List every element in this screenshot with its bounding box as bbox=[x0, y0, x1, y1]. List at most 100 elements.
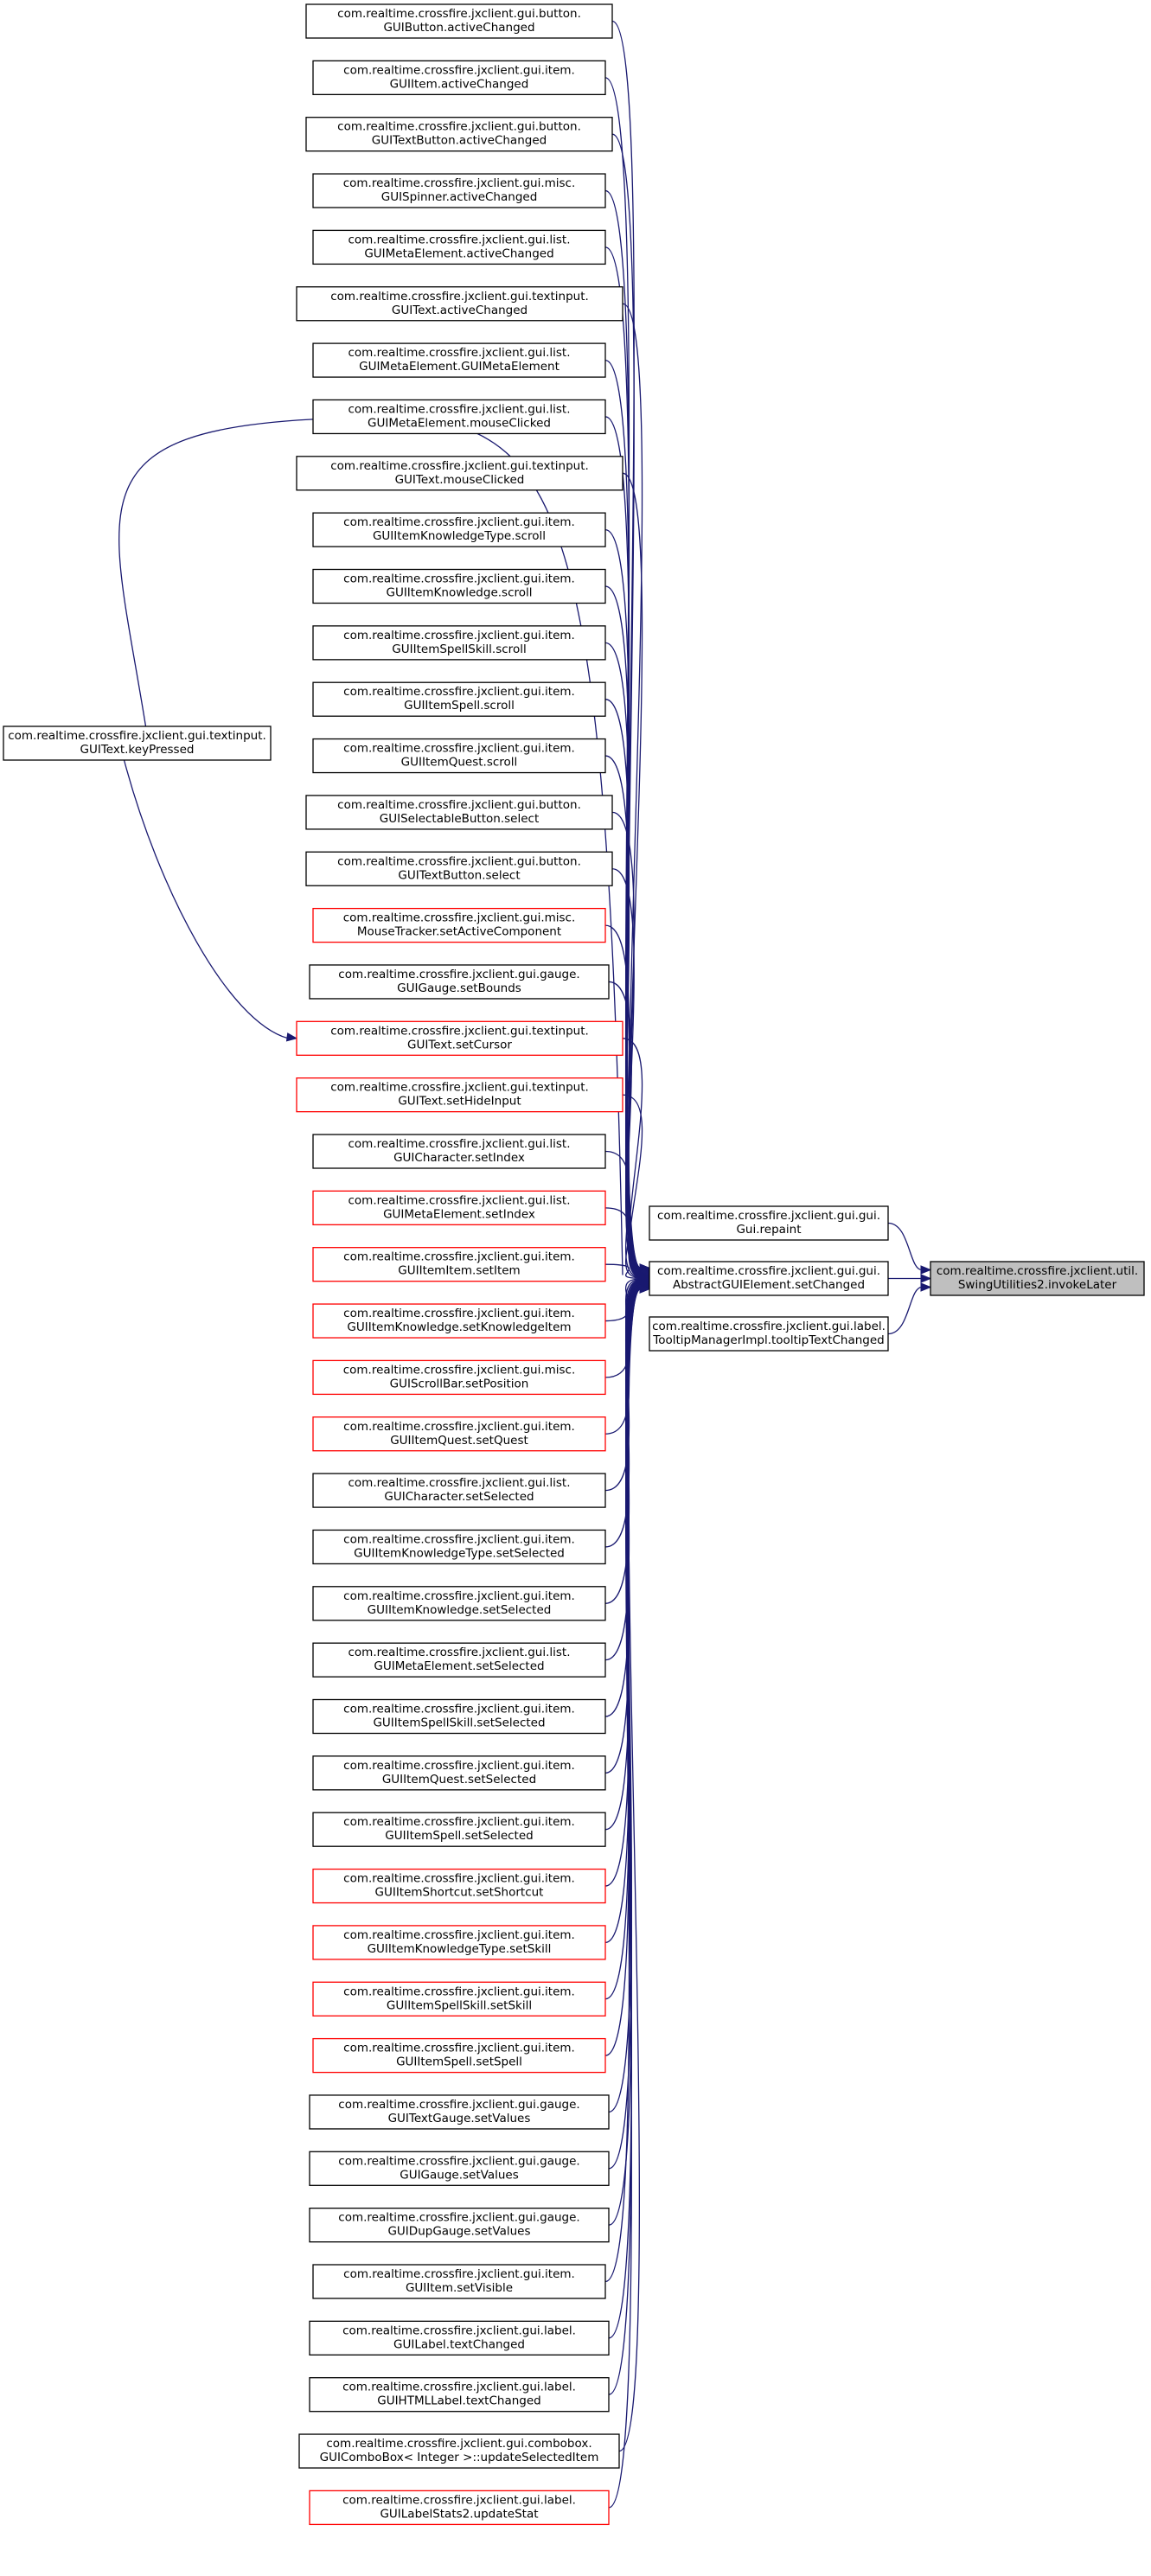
node-caller-guimetaelement-guimetaelement[interactable]: com.realtime.crossfire.jxclient.gui.list… bbox=[312, 342, 606, 378]
node-caller-guiitemquest-setselected-box bbox=[312, 1755, 606, 1791]
node-caller-guigauge-setbounds[interactable]: com.realtime.crossfire.jxclient.gui.gaug… bbox=[309, 964, 610, 1000]
node-caller-guimetaelement-activechanged[interactable]: com.realtime.crossfire.jxclient.gui.list… bbox=[312, 229, 606, 265]
node-caller-guimetaelement-setindex[interactable]: com.realtime.crossfire.jxclient.gui.list… bbox=[312, 1190, 606, 1225]
node-caller-guimetaelement-setindex-box bbox=[312, 1190, 606, 1225]
node-caller-guiitemspell-scroll-label-line-2: GUIItemSpell.scroll bbox=[404, 699, 515, 713]
node-caller-guitextgauge-setvalues[interactable]: com.realtime.crossfire.jxclient.gui.gaug… bbox=[309, 2094, 610, 2130]
node-caller-guiitemitem-setitem-label-line-2: GUIItemItem.setItem bbox=[398, 1264, 520, 1278]
arrowhead-middle-1 bbox=[920, 1274, 932, 1283]
node-caller-guigauge-setbounds-box bbox=[309, 964, 610, 1000]
node-caller-guidupgauge-setvalues[interactable]: com.realtime.crossfire.jxclient.gui.gaug… bbox=[309, 2207, 610, 2243]
edge-caller-25-to-setchanged bbox=[604, 1279, 642, 1435]
node-caller-guitextbutton-activechanged[interactable]: com.realtime.crossfire.jxclient.gui.butt… bbox=[305, 117, 613, 152]
node-caller-guiitemspellskill-scroll-label-line-1: com.realtime.crossfire.jxclient.gui.item… bbox=[343, 629, 575, 642]
node-caller-guiitemspell-scroll[interactable]: com.realtime.crossfire.jxclient.gui.item… bbox=[312, 681, 606, 717]
node-caller-guiitemspell-setspell[interactable]: com.realtime.crossfire.jxclient.gui.item… bbox=[312, 2037, 606, 2074]
node-caller-guiitemknowledgetype-setskill-label-line-2: GUIItemKnowledgeType.setSkill bbox=[368, 1942, 552, 1956]
node-caller-guiitemquest-setquest[interactable]: com.realtime.crossfire.jxclient.gui.item… bbox=[312, 1416, 606, 1452]
node-caller-guitext-setcursor[interactable]: com.realtime.crossfire.jxclient.gui.text… bbox=[296, 1020, 623, 1056]
edge-caller-18-to-setchanged bbox=[622, 1038, 643, 1277]
arrowhead-middle-0 bbox=[920, 1265, 932, 1275]
node-caller-guiitemknowledgetype-setskill-box bbox=[312, 1925, 606, 1960]
node-abstractguielement-setchanged[interactable]: com.realtime.crossfire.jxclient.gui.gui.… bbox=[649, 1261, 889, 1296]
edge-caller-30-to-setchanged bbox=[604, 1282, 642, 1717]
edge-middle-2-to-target bbox=[887, 1286, 923, 1335]
node-caller-guiitem-activechanged-label-line-1: com.realtime.crossfire.jxclient.gui.item… bbox=[343, 63, 575, 77]
node-caller-guitextgauge-setvalues-box bbox=[309, 2094, 610, 2130]
node-caller-guiscrollbar-setposition[interactable]: com.realtime.crossfire.jxclient.gui.misc… bbox=[312, 1359, 606, 1396]
node-caller-guiitemknowledgetype-setskill[interactable]: com.realtime.crossfire.jxclient.gui.item… bbox=[312, 1925, 606, 1960]
node-caller-guiitemitem-setitem[interactable]: com.realtime.crossfire.jxclient.gui.item… bbox=[312, 1247, 606, 1282]
node-caller-guitext-mouseclicked-label-line-1: com.realtime.crossfire.jxclient.gui.text… bbox=[330, 459, 589, 473]
node-caller-guiitem-activechanged[interactable]: com.realtime.crossfire.jxclient.gui.item… bbox=[312, 60, 606, 95]
node-caller-guiitemspellskill-setskill-label-line-1: com.realtime.crossfire.jxclient.gui.item… bbox=[343, 1985, 575, 1998]
node-caller-guiitemquest-setquest-label-line-1: com.realtime.crossfire.jxclient.gui.item… bbox=[343, 1420, 575, 1434]
node-caller-guiitemknowledge-setselected[interactable]: com.realtime.crossfire.jxclient.gui.item… bbox=[312, 1586, 606, 1621]
node-caller-guispinner-activechanged[interactable]: com.realtime.crossfire.jxclient.gui.misc… bbox=[312, 173, 606, 208]
node-caller-guiitemknowledgetype-scroll-label-line-2: GUIItemKnowledgeType.scroll bbox=[373, 529, 546, 543]
node-caller-guimetaelement-setselected[interactable]: com.realtime.crossfire.jxclient.gui.list… bbox=[312, 1642, 606, 1678]
node-caller-guiitemquest-scroll[interactable]: com.realtime.crossfire.jxclient.gui.item… bbox=[312, 738, 606, 774]
node-tooltipmanager-tooltiptextchanged[interactable]: com.realtime.crossfire.jxclient.gui.labe… bbox=[649, 1316, 889, 1352]
node-caller-guitext-activechanged[interactable]: com.realtime.crossfire.jxclient.gui.text… bbox=[296, 286, 623, 322]
node-caller-guiitemquest-setselected[interactable]: com.realtime.crossfire.jxclient.gui.item… bbox=[312, 1755, 606, 1791]
node-caller-guiitemquest-setselected-label-line-2: GUIItemQuest.setSelected bbox=[382, 1773, 536, 1787]
node-caller-guitext-sethideinput[interactable]: com.realtime.crossfire.jxclient.gui.text… bbox=[296, 1077, 623, 1113]
node-caller-guiitemspell-setspell-box bbox=[312, 2037, 606, 2074]
node-caller-guiselectablebutton-select[interactable]: com.realtime.crossfire.jxclient.gui.butt… bbox=[305, 795, 613, 830]
edge-caller-33-to-setchanged bbox=[604, 1283, 642, 1887]
node-caller-guihtmllabel-textchanged[interactable]: com.realtime.crossfire.jxclient.gui.labe… bbox=[309, 2377, 610, 2413]
node-caller-guimetaelement-mouseclicked[interactable]: com.realtime.crossfire.jxclient.gui.list… bbox=[312, 399, 606, 435]
node-caller-guiitemknowledgetype-scroll-box bbox=[312, 512, 606, 547]
node-caller-guiitemknowledgetype-scroll[interactable]: com.realtime.crossfire.jxclient.gui.item… bbox=[312, 512, 606, 547]
node-caller-guicharacter-setindex[interactable]: com.realtime.crossfire.jxclient.gui.list… bbox=[312, 1134, 606, 1169]
node-caller-guiitemshortcut-setshortcut[interactable]: com.realtime.crossfire.jxclient.gui.item… bbox=[312, 1868, 606, 1904]
node-caller-guitextbutton-select[interactable]: com.realtime.crossfire.jxclient.gui.butt… bbox=[305, 851, 613, 886]
node-caller-guiitemknowledgetype-setselected[interactable]: com.realtime.crossfire.jxclient.gui.item… bbox=[312, 1529, 606, 1565]
node-caller-guiitemknowledge-setknowledgeitem[interactable]: com.realtime.crossfire.jxclient.gui.item… bbox=[312, 1303, 606, 1339]
node-caller-guidupgauge-setvalues-label-line-2: GUIDupGauge.setValues bbox=[387, 2225, 530, 2239]
node-caller-guiitemspellskill-scroll[interactable]: com.realtime.crossfire.jxclient.gui.item… bbox=[312, 625, 606, 661]
node-caller-guiitemknowledge-scroll[interactable]: com.realtime.crossfire.jxclient.gui.item… bbox=[312, 568, 606, 604]
node-caller-guiitem-setvisible[interactable]: com.realtime.crossfire.jxclient.gui.item… bbox=[312, 2264, 606, 2299]
node-swingutilities2-invokelater-label-line-1: com.realtime.crossfire.jxclient.util. bbox=[937, 1264, 1138, 1278]
node-caller-guiitemknowledgetype-setselected-label-line-2: GUIItemKnowledgeType.setSelected bbox=[354, 1546, 565, 1560]
node-caller-guilabel-textchanged-box bbox=[309, 2320, 610, 2356]
arrowhead-caller-44 bbox=[639, 1284, 651, 1294]
node-gui-repaint[interactable]: com.realtime.crossfire.jxclient.gui.gui.… bbox=[649, 1205, 889, 1241]
node-caller-guiitemknowledge-setknowledgeitem-label-line-1: com.realtime.crossfire.jxclient.gui.item… bbox=[343, 1307, 575, 1320]
node-guitext-keypressed[interactable]: com.realtime.crossfire.jxclient.gui.text… bbox=[3, 725, 272, 761]
edge-caller-28-to-setchanged bbox=[604, 1281, 642, 1604]
node-caller-guicombobox-integer-updateselecteditem[interactable]: com.realtime.crossfire.jxclient.gui.comb… bbox=[298, 2433, 620, 2469]
node-caller-guicharacter-setselected[interactable]: com.realtime.crossfire.jxclient.gui.list… bbox=[312, 1473, 606, 1508]
node-caller-guihtmllabel-textchanged-box bbox=[309, 2377, 610, 2413]
node-caller-guigauge-setvalues-label-line-2: GUIGauge.setValues bbox=[400, 2168, 519, 2182]
node-caller-guiitemspell-setselected[interactable]: com.realtime.crossfire.jxclient.gui.item… bbox=[312, 1812, 606, 1847]
node-caller-guitext-activechanged-label-line-2: GUIText.activeChanged bbox=[392, 304, 528, 317]
node-caller-guiitemspellskill-setskill[interactable]: com.realtime.crossfire.jxclient.gui.item… bbox=[312, 1981, 606, 2017]
arrowhead-keypressed-to-setcursor bbox=[285, 1032, 298, 1042]
node-caller-guimetaelement-setselected-label-line-2: GUIMetaElement.setSelected bbox=[374, 1659, 544, 1673]
node-caller-guimetaelement-setindex-label-line-2: GUIMetaElement.setIndex bbox=[383, 1207, 535, 1221]
node-caller-guiitemquest-setquest-box bbox=[312, 1416, 606, 1452]
node-caller-mousetracker-setactivecomponent[interactable]: com.realtime.crossfire.jxclient.gui.misc… bbox=[312, 907, 606, 943]
node-guitext-keypressed-label-line-2: GUIText.keyPressed bbox=[80, 743, 195, 757]
node-caller-guilabelstats2-updatestat[interactable]: com.realtime.crossfire.jxclient.gui.labe… bbox=[309, 2490, 610, 2526]
node-caller-guiitemspellskill-setselected[interactable]: com.realtime.crossfire.jxclient.gui.item… bbox=[312, 1698, 606, 1735]
edge-caller-12-to-setchanged bbox=[604, 699, 642, 1274]
node-swingutilities2-invokelater[interactable]: com.realtime.crossfire.jxclient.util.Swi… bbox=[930, 1261, 1145, 1296]
node-caller-guibutton-activechanged[interactable]: com.realtime.crossfire.jxclient.gui.butt… bbox=[305, 3, 613, 39]
node-caller-guiitemspell-scroll-label-line-1: com.realtime.crossfire.jxclient.gui.item… bbox=[343, 685, 575, 699]
node-caller-guiitemspellskill-setselected-label-line-1: com.realtime.crossfire.jxclient.gui.item… bbox=[343, 1703, 575, 1716]
node-caller-guiitemquest-scroll-label-line-1: com.realtime.crossfire.jxclient.gui.item… bbox=[343, 742, 575, 756]
node-caller-guiscrollbar-setposition-box bbox=[312, 1359, 606, 1396]
node-caller-guiitemknowledge-setselected-label-line-1: com.realtime.crossfire.jxclient.gui.item… bbox=[343, 1589, 575, 1603]
node-caller-guilabel-textchanged[interactable]: com.realtime.crossfire.jxclient.gui.labe… bbox=[309, 2320, 610, 2356]
node-caller-guitextgauge-setvalues-label-line-1: com.realtime.crossfire.jxclient.gui.gaug… bbox=[338, 2098, 579, 2112]
node-caller-guiitemspell-setselected-box bbox=[312, 1812, 606, 1847]
node-caller-guigauge-setvalues[interactable]: com.realtime.crossfire.jxclient.gui.gaug… bbox=[309, 2151, 610, 2186]
node-caller-guicharacter-setselected-label-line-2: GUICharacter.setSelected bbox=[384, 1490, 534, 1504]
node-caller-guitext-mouseclicked-box bbox=[296, 456, 623, 491]
node-caller-guitext-mouseclicked[interactable]: com.realtime.crossfire.jxclient.gui.text… bbox=[296, 456, 623, 491]
node-caller-guiitemknowledge-scroll-label-line-2: GUIItemKnowledge.scroll bbox=[386, 586, 532, 600]
